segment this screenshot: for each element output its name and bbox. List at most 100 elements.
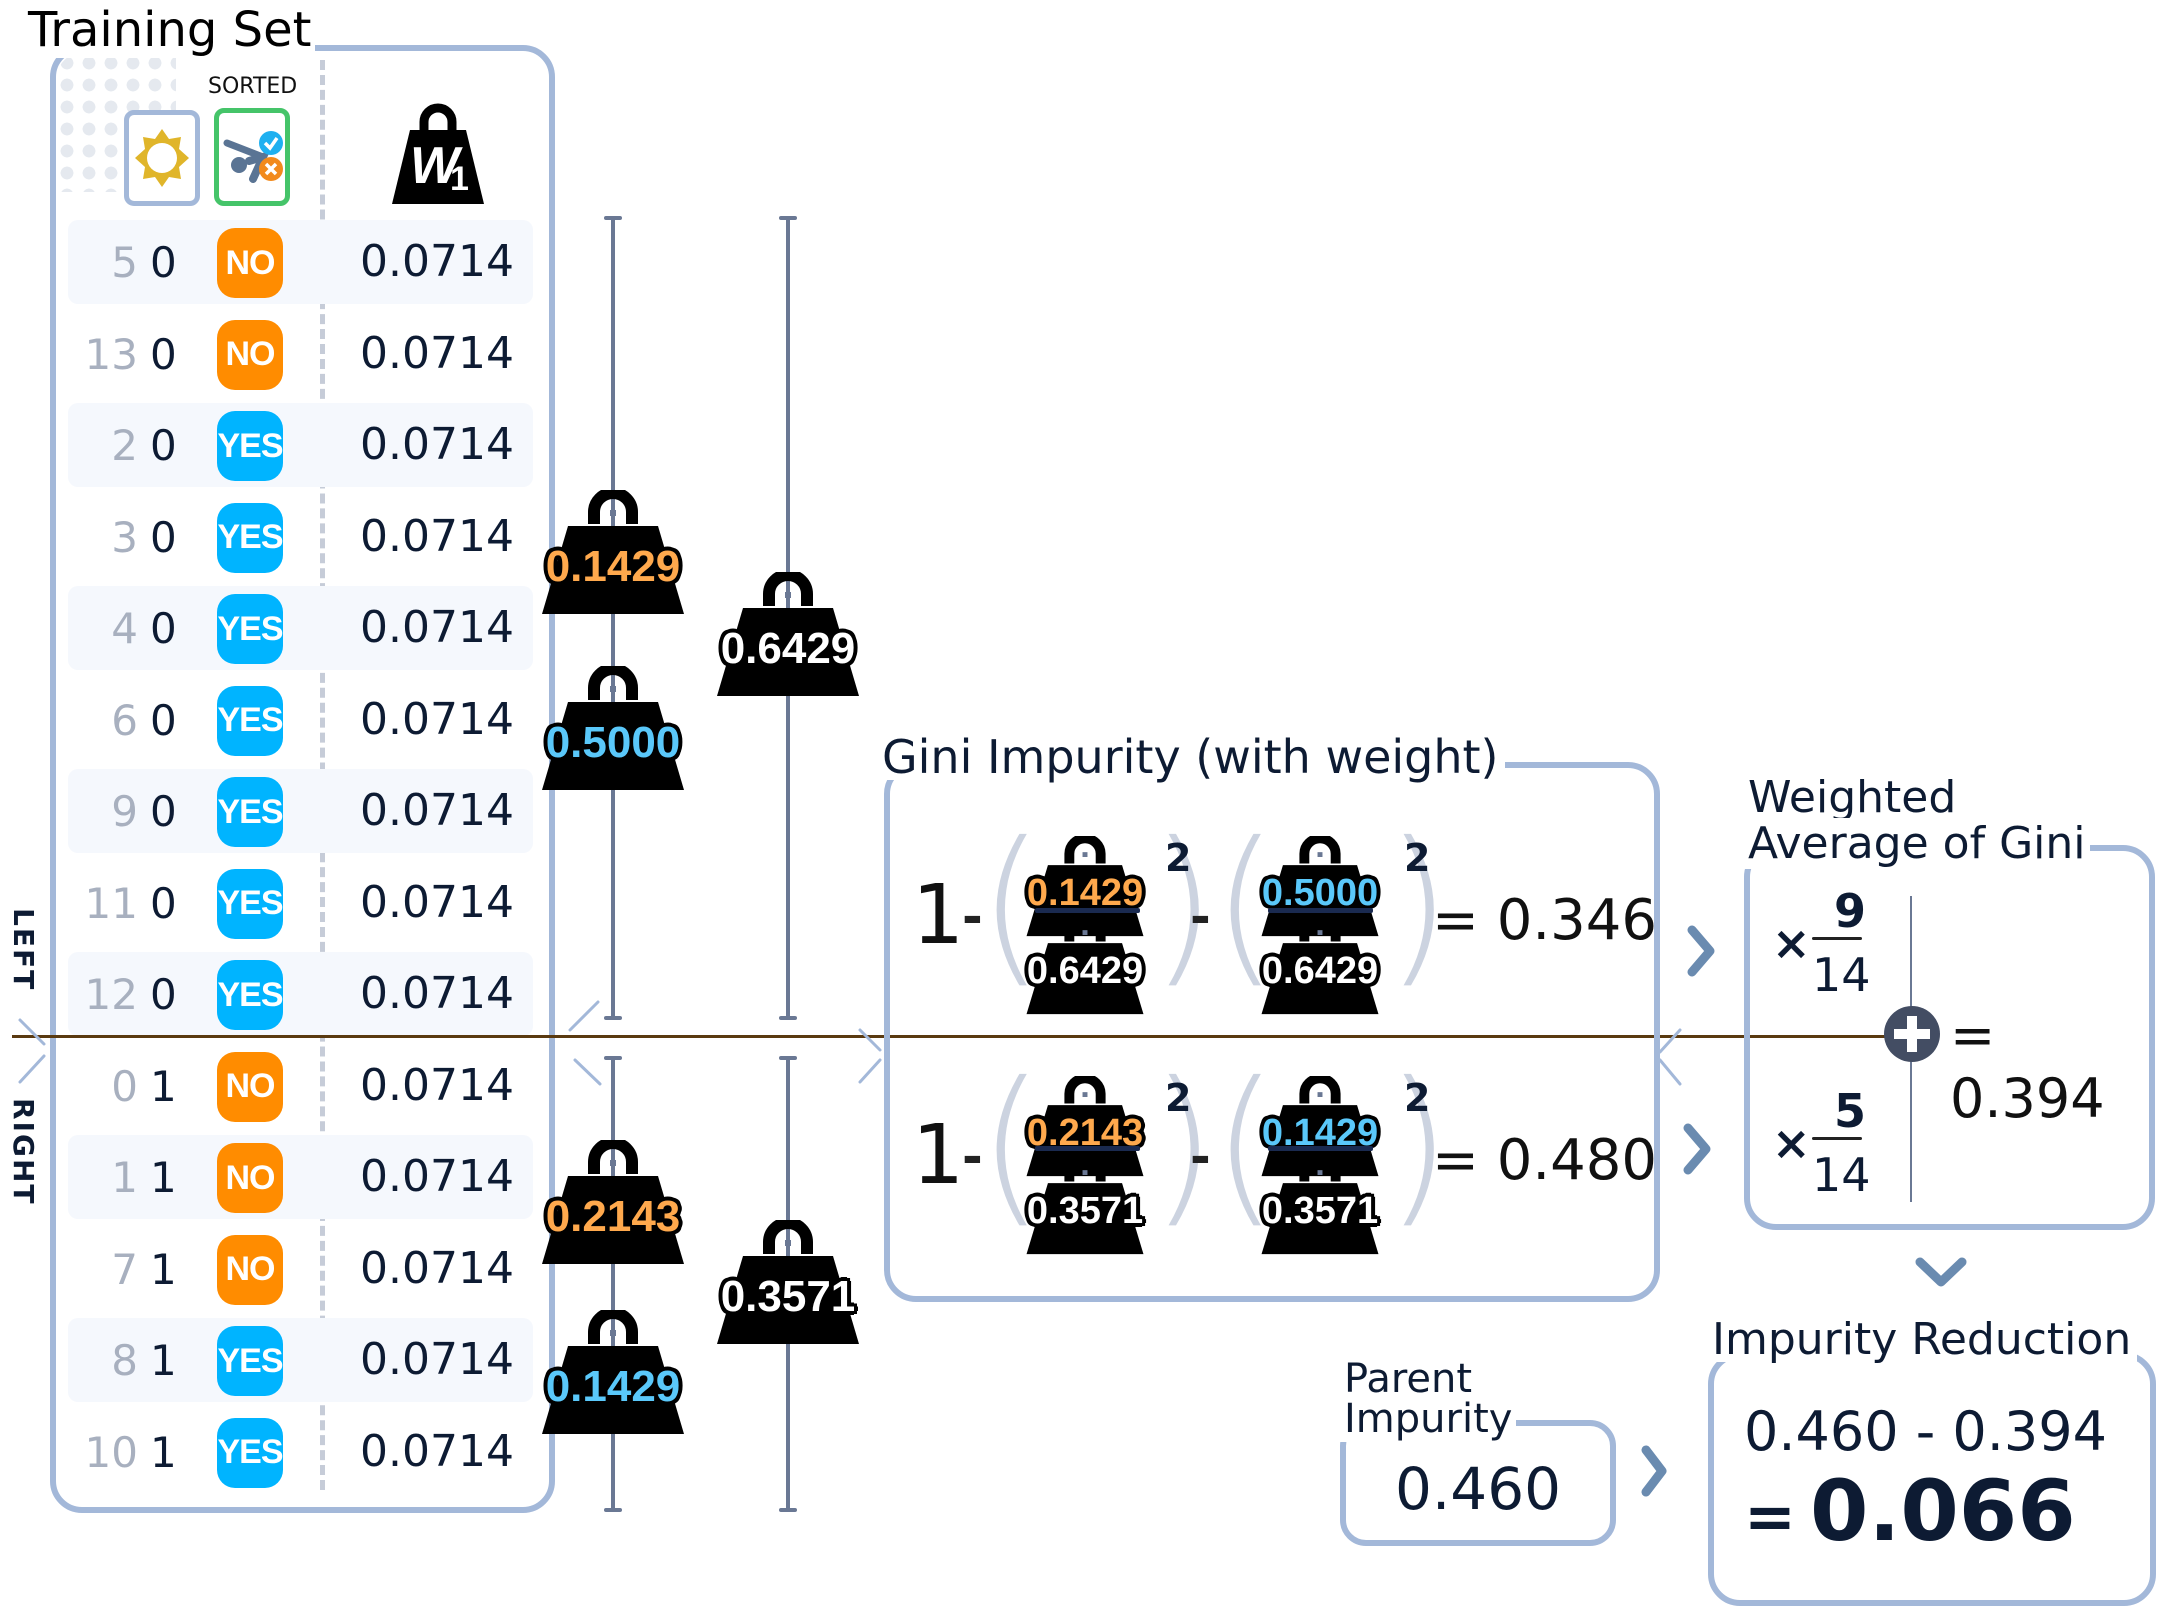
left-total-weight: 0.6429 — [703, 572, 873, 702]
gini-left-minus-1: - — [962, 888, 983, 946]
row-weight: 0.0714 — [360, 693, 514, 745]
feature-value: 0 — [150, 878, 177, 928]
impurity-reduction-expression: 0.460 - 0.394 — [1744, 1400, 2107, 1463]
sorted-label: SORTED — [208, 74, 298, 99]
yes-badge: YES — [217, 502, 284, 573]
impurity-reduction-title: Impurity Reduction — [1706, 1318, 2138, 1362]
gini-right-den1: 0.3571 — [1015, 1151, 1155, 1259]
line-cap — [604, 216, 622, 220]
paren: ) — [1385, 806, 1452, 1004]
row-index: 6 — [111, 695, 138, 745]
row-index: 13 — [84, 329, 138, 379]
row-weight: 0.0714 — [360, 1151, 514, 1202]
golf-yes-no-icon — [214, 108, 290, 206]
row-index: 5 — [111, 238, 138, 287]
weight-value: 0.6429 — [1261, 950, 1379, 992]
right-fraction-denominator: 14 — [1812, 1148, 1871, 1202]
line-cap — [779, 1056, 797, 1060]
row-index: 0 — [111, 1061, 138, 1111]
sun-icon — [124, 110, 200, 206]
gini-left-minus-2: - — [1190, 888, 1211, 946]
weighted-average-title-1: Weighted — [1744, 772, 1961, 823]
left-fraction-numerator: 9 — [1833, 884, 1866, 938]
weight-value: 0.2143 — [545, 1192, 681, 1241]
training-set-title: Training Set — [24, 2, 316, 58]
line-cap — [779, 1508, 797, 1512]
row-weight: 0.0714 — [360, 1425, 514, 1477]
gini-right-minus-2: - — [1190, 1128, 1211, 1186]
right-split-label: RIGHT — [7, 1098, 40, 1206]
weighted-average-title-2: Average of Gini — [1744, 818, 2090, 869]
gini-right-result: = 0.480 — [1432, 1128, 1658, 1193]
gini-right-den2: 0.3571 — [1250, 1151, 1390, 1259]
row-index: 8 — [111, 1336, 138, 1385]
row-index: 3 — [111, 512, 138, 562]
split-divider-line — [12, 1035, 1892, 1038]
row-weight: 0.0714 — [360, 236, 514, 287]
gini-right-one: 1 — [912, 1108, 965, 1203]
weight-value: 0.3571 — [1261, 1190, 1379, 1232]
row-index: 11 — [84, 878, 138, 928]
fraction-bar — [1268, 908, 1373, 913]
weight-w1-icon: W 1 — [388, 100, 488, 208]
parent-impurity-title-1: Parent — [1340, 1356, 1477, 1402]
weight-value: 0.5000 — [545, 718, 681, 767]
gini-left-den1: 0.6429 — [1015, 911, 1155, 1019]
left-no-weight: 0.1429 — [528, 490, 698, 620]
weight-value: 0.1429 — [545, 1362, 681, 1411]
right-no-weight: 0.2143 — [528, 1140, 698, 1270]
gini-right-minus-1: - — [962, 1128, 983, 1186]
feature-value: 0 — [150, 421, 177, 470]
chevron-right-icon — [1687, 925, 1715, 977]
parent-impurity-value: 0.460 — [1394, 1455, 1562, 1523]
gini-right-exponent-1: 2 — [1165, 1076, 1192, 1120]
weight-value: 0.1429 — [1026, 872, 1144, 914]
no-badge: NO — [217, 228, 283, 298]
paren: ( — [1212, 1046, 1279, 1244]
row-index: 4 — [111, 604, 138, 653]
gini-left-num2: 0.5000 — [1250, 833, 1390, 941]
no-badge: NO — [217, 1143, 283, 1213]
paren: ) — [1150, 1046, 1217, 1244]
line-cap — [779, 1016, 797, 1020]
feature-value: 0 — [150, 604, 177, 653]
gini-impurity-title: Gini Impurity (with weight) — [876, 734, 1505, 780]
paren: ) — [1150, 806, 1217, 1004]
fraction-bar — [1268, 1146, 1373, 1151]
feature-value: 1 — [150, 1336, 177, 1385]
weight-value: 0.6429 — [720, 624, 856, 673]
weight-value: 0.3571 — [720, 1272, 856, 1321]
weight-value: 0.1429 — [545, 542, 681, 591]
yes-badge: YES — [217, 685, 284, 756]
chevron-right-icon — [1641, 1445, 1667, 1497]
line-cap — [604, 1508, 622, 1512]
chevron-down-icon — [1915, 1257, 1967, 1287]
gini-left-exponent-1: 2 — [1165, 836, 1192, 880]
feature-value: 0 — [150, 970, 177, 1019]
row-weight: 0.0714 — [360, 602, 514, 653]
yes-badge: YES — [217, 594, 284, 664]
chevron-right-icon — [1683, 1123, 1711, 1175]
fraction-bar — [1035, 1146, 1140, 1151]
feature-value: 0 — [150, 329, 177, 379]
left-split-label: LEFT — [7, 908, 40, 992]
weight-value: 0.3571 — [1026, 1190, 1144, 1232]
feature-value: 0 — [150, 787, 177, 836]
right-total-weight: 0.3571 — [703, 1220, 873, 1350]
row-weight: 0.0714 — [360, 785, 514, 836]
left-yes-weight: 0.5000 — [528, 666, 698, 796]
times-sign: × — [1772, 1116, 1811, 1170]
yes-badge: YES — [217, 960, 284, 1030]
row-weight: 0.0714 — [360, 1334, 514, 1385]
times-sign: × — [1772, 916, 1811, 970]
row-weight: 0.0714 — [360, 968, 514, 1019]
